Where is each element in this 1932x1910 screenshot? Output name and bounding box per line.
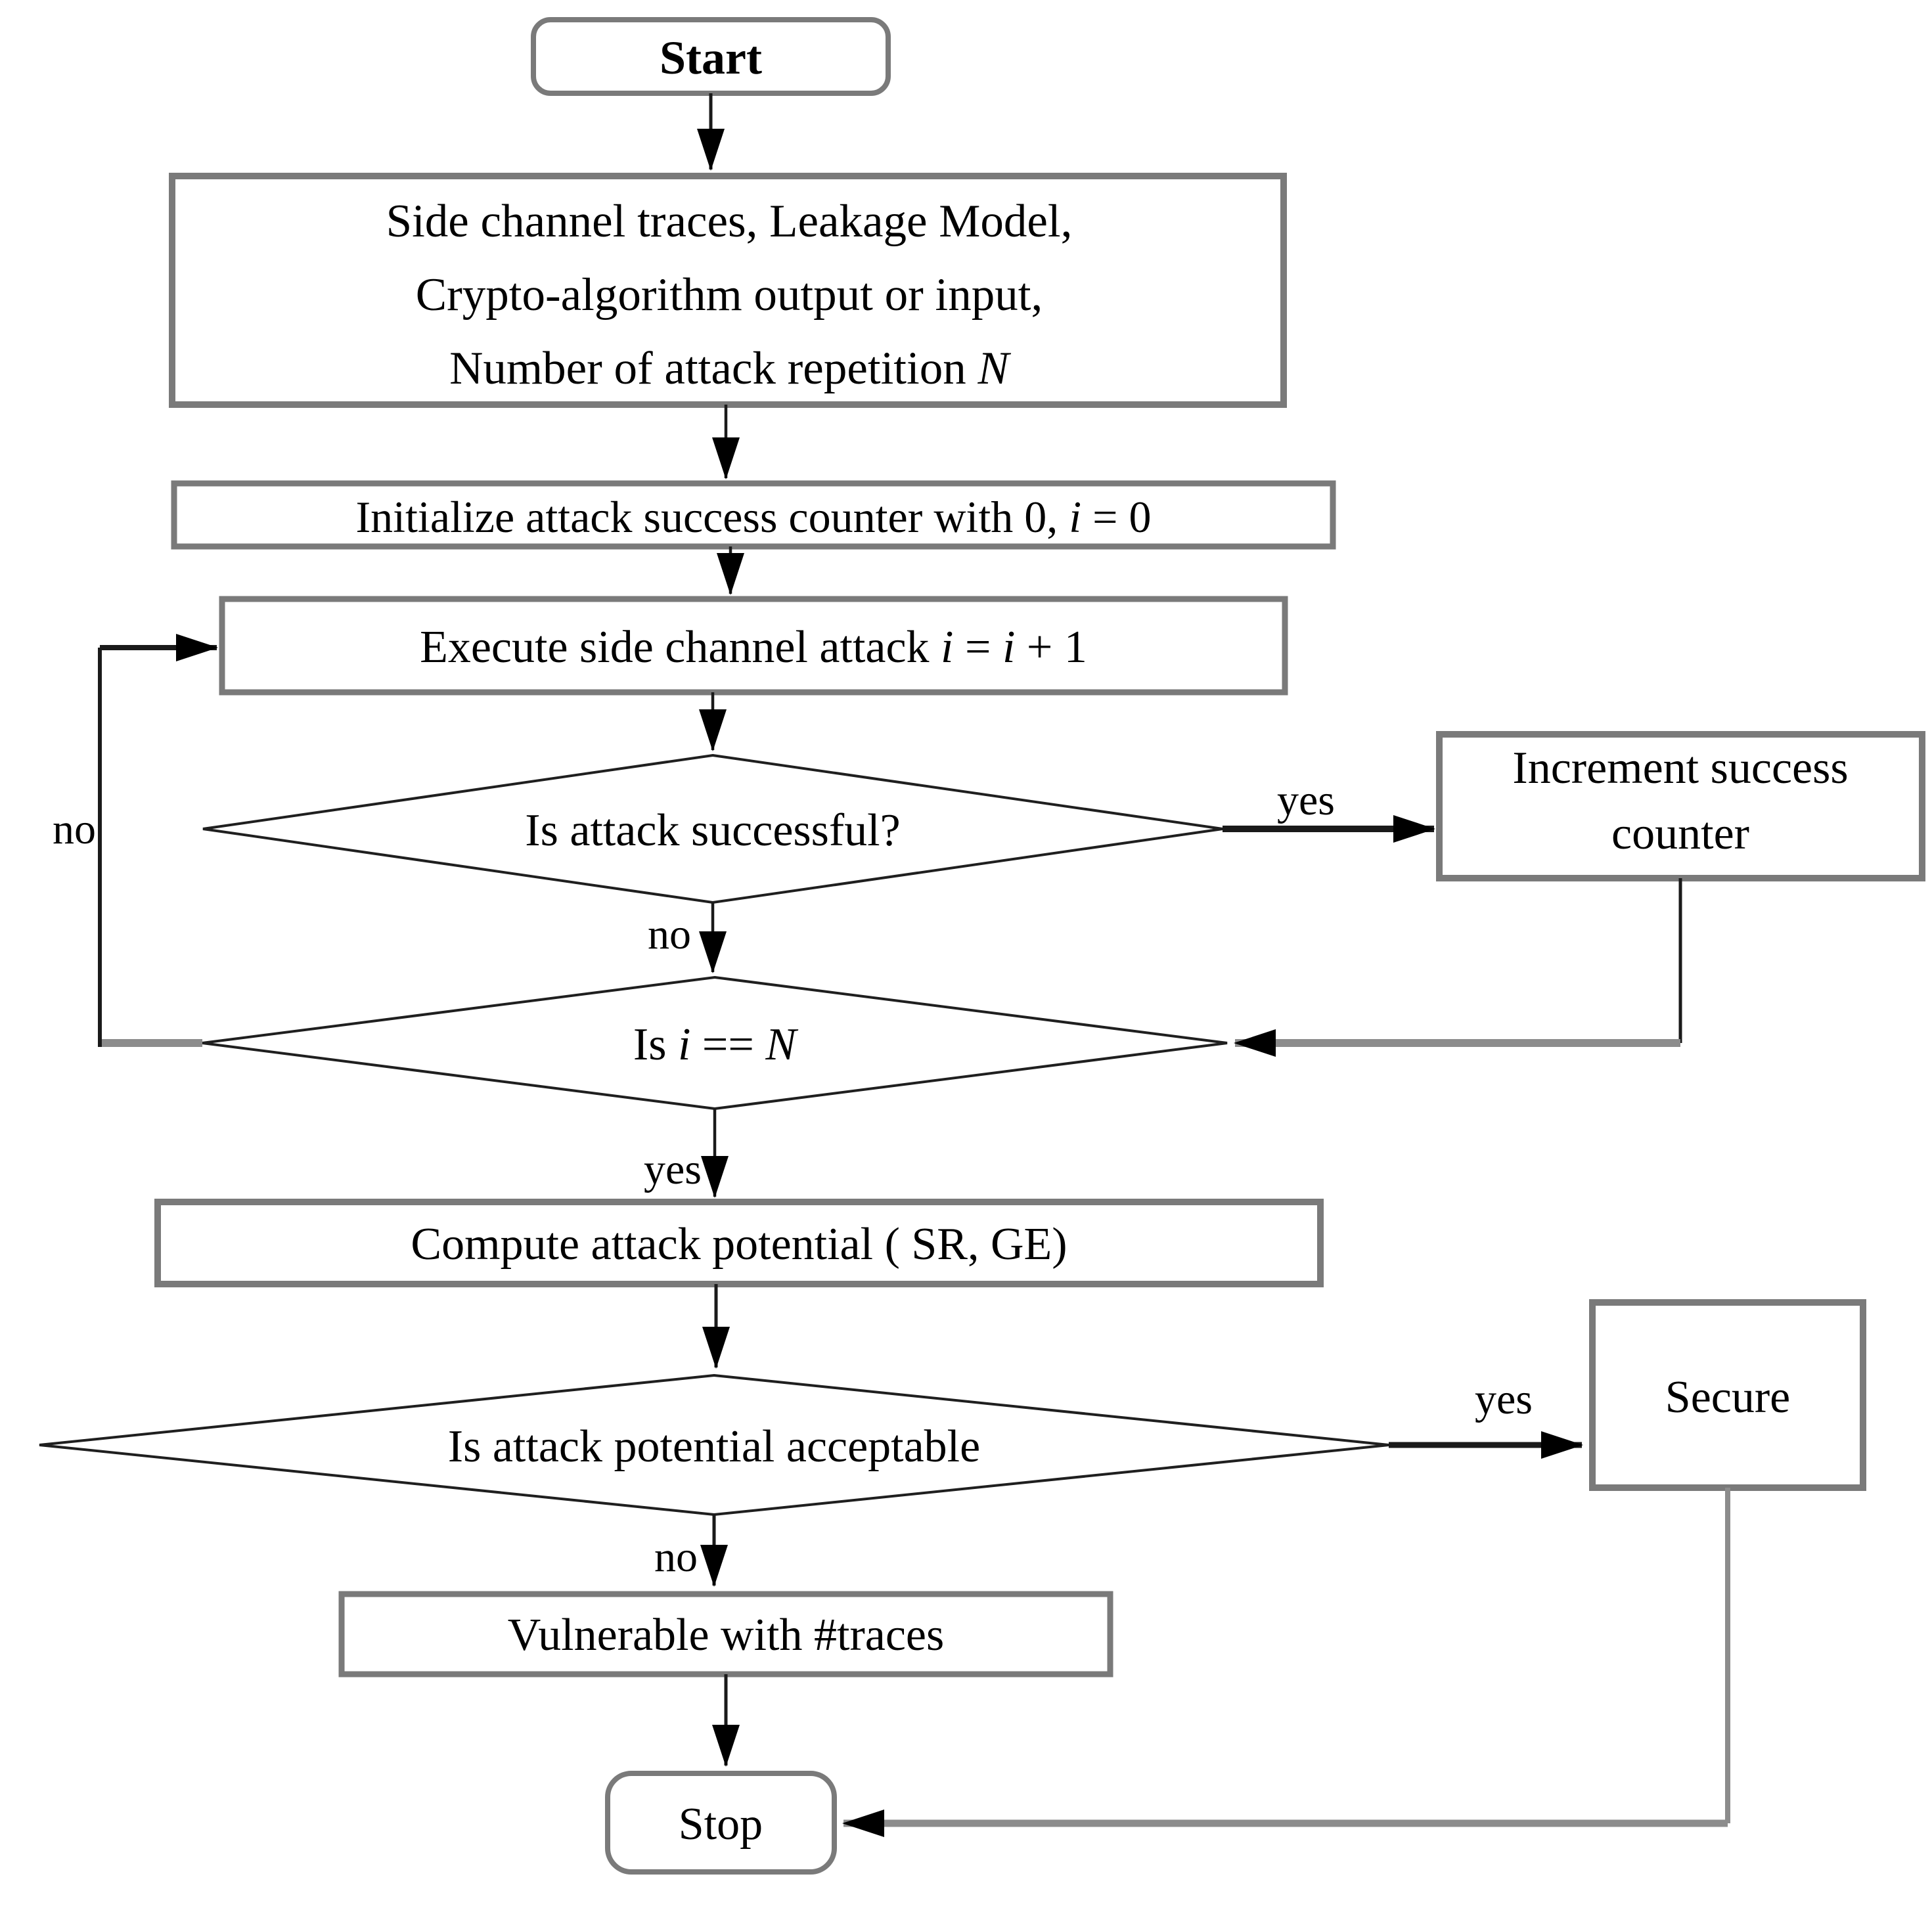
node-stop: Stop <box>605 1771 837 1875</box>
initialize-suffix: = 0 <box>1081 492 1151 542</box>
edge-label-success-no: no <box>648 910 691 958</box>
is-count-var-n: N <box>765 1019 798 1070</box>
node-compute: Compute attack potential ( SR, GE) <box>154 1199 1324 1287</box>
input-line3-text: Number of attack repetition <box>449 343 977 394</box>
node-start: Start <box>531 17 891 96</box>
execute-var-b: i <box>1002 622 1015 673</box>
execute-process-shape <box>219 596 1288 696</box>
is-count-var-i: i <box>678 1019 690 1070</box>
node-secure: Secure <box>1589 1299 1866 1491</box>
execute-label: Execute side channel attack i = i + 1 <box>420 622 1087 673</box>
edge-label-acceptable-yes: yes <box>1475 1375 1533 1423</box>
is-acceptable-label: Is attack potential acceptable <box>448 1421 980 1472</box>
vulnerable-label: Vulnerable with #traces <box>508 1610 944 1660</box>
initialize-var: i <box>1069 492 1081 542</box>
start-label: Start <box>660 32 762 84</box>
node-is-acceptable: Is attack potential acceptable <box>39 1373 1389 1517</box>
secure-process-shape <box>1589 1299 1866 1491</box>
increment-process-shape <box>1436 731 1925 881</box>
edge-label-loop-no: no <box>53 805 96 853</box>
secure-label: Secure <box>1665 1372 1790 1423</box>
execute-var-a: i <box>941 622 953 673</box>
input-line2: Crypto-algorithm output or input, <box>416 269 1043 321</box>
is-count-prefix: Is <box>633 1019 678 1070</box>
edge-label-acceptable-no: no <box>654 1533 698 1581</box>
is-count-label: Is i == N <box>633 1019 798 1070</box>
node-is-success: Is attack successful? <box>202 753 1223 904</box>
node-increment: Increment success counter <box>1436 731 1925 881</box>
is-count-operator: == <box>690 1019 765 1070</box>
execute-equals: = <box>953 622 1002 673</box>
input-line3-var: N <box>977 343 1012 394</box>
edge-label-count-yes: yes <box>644 1145 702 1193</box>
edge-label-success-yes: yes <box>1277 776 1335 824</box>
initialize-label: Initialize attack success counter with 0… <box>356 492 1152 542</box>
node-initialize: Initialize attack success counter with 0… <box>171 480 1336 550</box>
stop-label: Stop <box>679 1799 763 1850</box>
increment-line2: counter <box>1611 809 1749 859</box>
node-execute: Execute side channel attack i = i + 1 <box>219 596 1288 696</box>
input-process-shape <box>169 173 1287 408</box>
compute-process-shape <box>154 1199 1324 1287</box>
input-line1: Side channel traces, Leakage Model, <box>386 196 1073 247</box>
execute-suffix: + 1 <box>1015 622 1087 673</box>
node-input: Side channel traces, Leakage Model, Cryp… <box>169 173 1287 408</box>
initialize-text: Initialize attack success counter with 0… <box>356 492 1069 542</box>
compute-label: Compute attack potential ( SR, GE) <box>411 1219 1067 1270</box>
node-is-count: Is i == N <box>202 975 1228 1111</box>
stop-terminator-shape <box>605 1771 837 1875</box>
initialize-process-shape <box>171 480 1336 550</box>
input-line3: Number of attack repetition N <box>449 343 1011 394</box>
execute-text: Execute side channel attack <box>420 622 941 673</box>
is-success-label: Is attack successful? <box>525 805 900 856</box>
node-vulnerable: Vulnerable with #traces <box>338 1591 1113 1677</box>
increment-line1: Increment success <box>1512 743 1848 793</box>
